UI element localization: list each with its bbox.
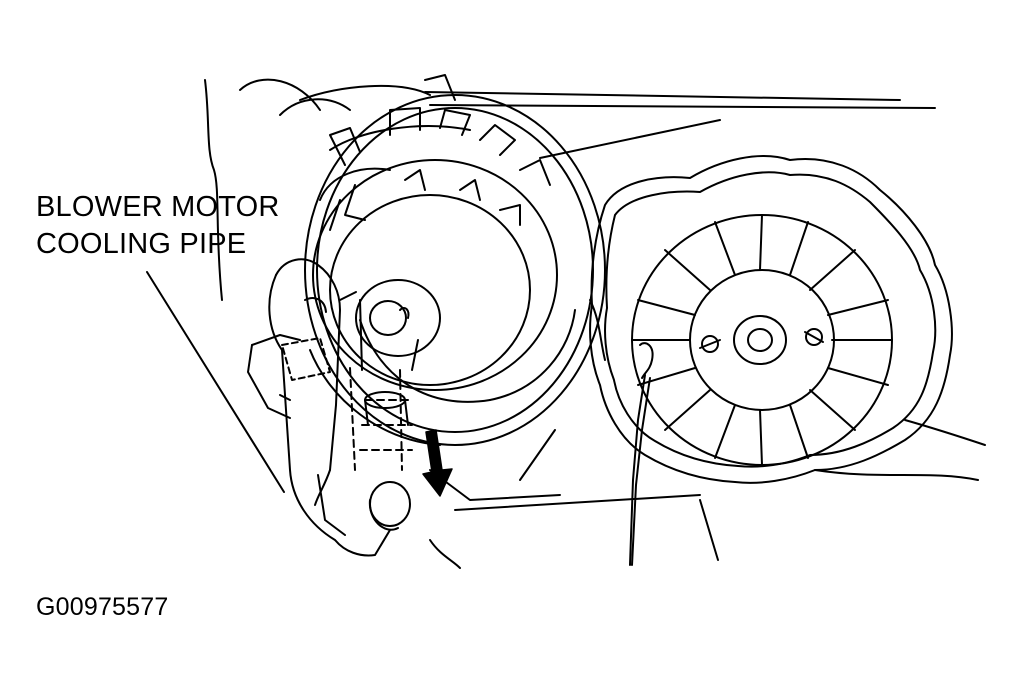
removal-arrow-icon <box>423 430 452 496</box>
blower-wheel-cover <box>590 156 952 483</box>
blower-housing <box>205 75 985 568</box>
motor-hub <box>356 280 440 356</box>
callout-leader-line <box>147 272 284 492</box>
harness-wire <box>630 343 653 565</box>
callout-label-line-2: COOLING PIPE <box>36 228 247 260</box>
figure-code: G00975577 <box>36 593 169 621</box>
blower-motor <box>305 95 605 445</box>
cooling-pipe <box>248 259 418 555</box>
callout-label-line-1: BLOWER MOTOR <box>36 191 280 223</box>
